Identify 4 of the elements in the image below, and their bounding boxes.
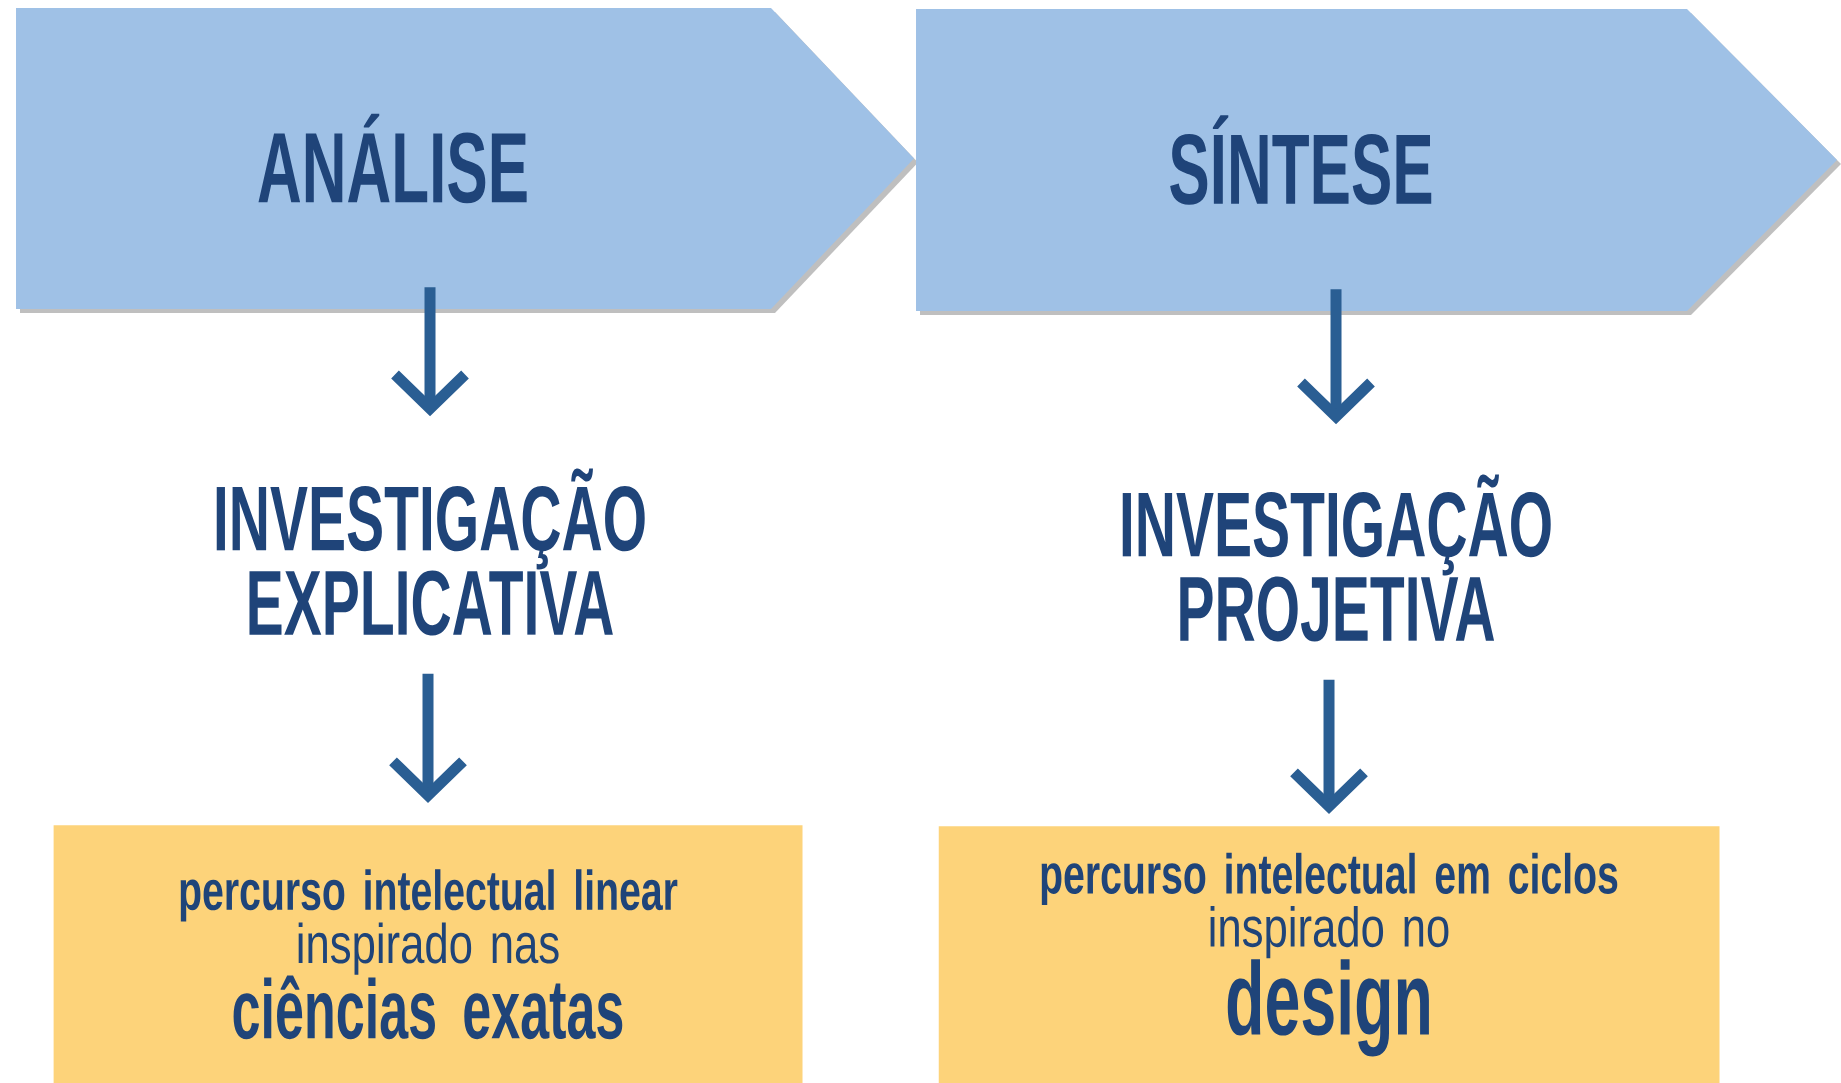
text-box: percurso intelectual linear inspirado nas ciências exatas — [53, 825, 803, 1083]
text-box: percurso intelectual em ciclos inspirado no design — [938, 826, 1720, 1083]
heading-text: INVESTIGAÇÃO EXPLICATIVA — [216, 468, 645, 636]
heading-text: INVESTIGAÇÃO PROJETIVA — [1122, 474, 1551, 642]
